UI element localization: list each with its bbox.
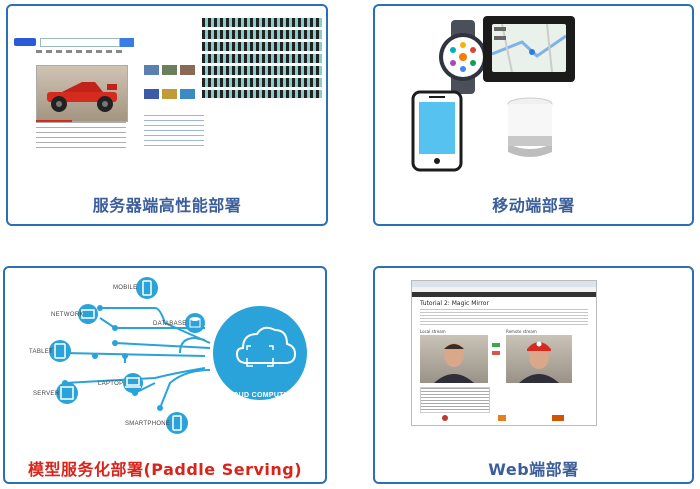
tablet-node-label: TABLET	[29, 349, 54, 355]
mobile-deploy-caption: 移动端部署	[492, 196, 575, 215]
server-deploy-panel: 服务器端高性能部署	[6, 4, 328, 226]
map-icon	[491, 23, 567, 73]
mobile-deploy-panel: 移动端部署	[373, 4, 694, 226]
racecar-image	[36, 65, 128, 122]
racecar-icon	[47, 82, 117, 112]
mobile-node-label: MOBILE	[113, 285, 138, 291]
search-button	[120, 38, 134, 47]
console-output	[420, 387, 490, 413]
footer-logo-mid	[498, 415, 506, 421]
browser-window: Tutorial 2: Magic Mirror Local stream Re…	[411, 280, 597, 426]
smartphone-icon	[411, 90, 463, 172]
tab-row	[36, 50, 126, 53]
local-video	[420, 335, 488, 383]
serving-deploy-caption: 模型服务化部署(Paddle Serving)	[27, 460, 303, 479]
server-node-icon	[56, 382, 78, 404]
search-result-screenshot	[12, 10, 322, 150]
thumbnail-grid	[144, 65, 196, 117]
search-box	[40, 38, 120, 47]
footer-logo-left	[442, 415, 448, 421]
person-icon	[434, 343, 474, 383]
database-node-icon	[185, 313, 205, 333]
result-text-lines	[36, 122, 126, 150]
cloud-hub-icon	[213, 306, 307, 400]
person-with-hat-icon	[519, 341, 559, 383]
footer-logo-right	[552, 415, 564, 421]
smartwatch-icon	[439, 20, 489, 94]
car-screen	[483, 16, 575, 82]
laptop-node-label: LAPTOP	[98, 381, 124, 387]
network-node-label: NETWORK	[51, 312, 84, 318]
demo-description	[420, 309, 588, 327]
smart-speaker-icon	[507, 97, 553, 157]
smartphone-node-icon	[166, 412, 188, 434]
result-title-red	[36, 120, 72, 122]
send-button[interactable]	[492, 343, 500, 347]
demo-title: Tutorial 2: Magic Mirror	[420, 300, 489, 307]
web-deploy-panel: Tutorial 2: Magic Mirror Local stream Re…	[373, 266, 694, 484]
server-deploy-caption: 服务器端高性能部署	[92, 196, 242, 215]
browser-tab-bar	[412, 281, 596, 287]
remote-video	[506, 335, 572, 383]
server-node-label: SERVER	[33, 391, 60, 397]
serving-deploy-panel: MOBILE NETWORK DATABASE TABLET SERVER LA…	[3, 266, 327, 484]
right-banner-stack	[202, 18, 322, 98]
smartphone-node-label: SMARTPHONE	[125, 421, 171, 427]
map-display	[491, 23, 567, 73]
mobile-node-icon	[136, 277, 158, 299]
side-list-lines	[144, 115, 204, 147]
remote-stream-label: Remote stream	[506, 329, 537, 334]
web-deploy-caption: Web端部署	[488, 460, 579, 479]
tablet-node-icon	[49, 340, 71, 362]
stop-button[interactable]	[492, 351, 500, 355]
laptop-node-icon	[123, 373, 143, 393]
cloud-computing-label: CLOUD COMPUTING	[223, 392, 298, 399]
database-node-label: DATABASE	[153, 321, 187, 327]
browser-nav-bar	[412, 292, 596, 297]
cloud-network-diagram	[49, 277, 307, 434]
local-stream-label: Local stream	[420, 329, 446, 334]
network-node-icon	[78, 304, 98, 324]
baidu-logo	[14, 38, 36, 46]
